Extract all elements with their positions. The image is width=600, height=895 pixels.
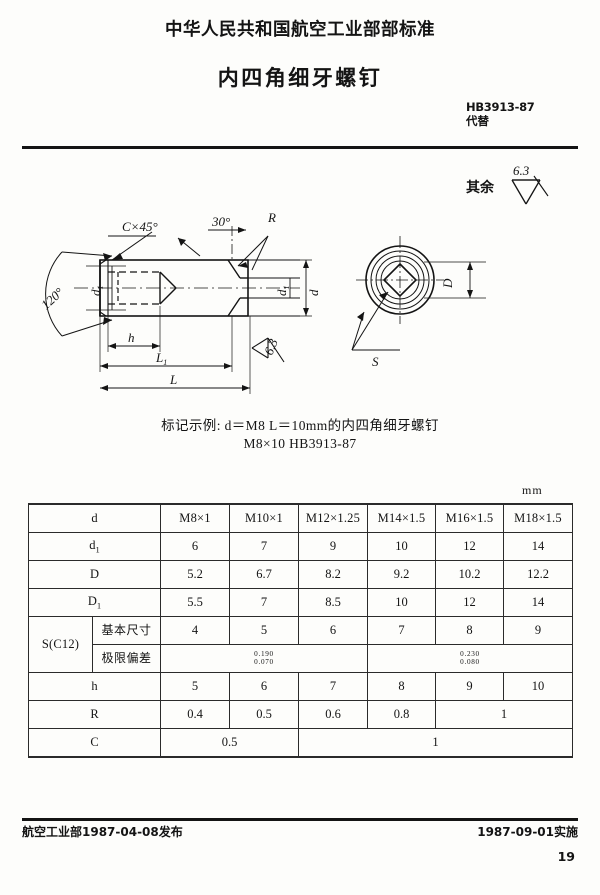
cell-D1-6: 14 (503, 588, 573, 617)
surface-finish-note: 其余 (466, 179, 495, 196)
cell-D-6: 12.2 (503, 560, 573, 589)
cell-h-5: 9 (435, 672, 504, 701)
cell-h-2: 6 (229, 672, 299, 701)
table-row-h: h 5 6 7 8 9 10 (28, 672, 573, 701)
label-socket-S: S (372, 354, 379, 369)
label-d-major: d (306, 289, 321, 296)
cell-d1-6: 14 (503, 532, 573, 561)
label-local-roughness: 6.3 (261, 336, 281, 357)
cell-s-basic-3: 6 (298, 616, 368, 645)
row-label-d1: d1 (28, 532, 161, 561)
cell-h-1: 5 (160, 672, 230, 701)
row-label-d: d (28, 503, 161, 533)
footer-effective-date: 1987-09-01实施 (477, 825, 578, 839)
tol2-upper: 0.230 (460, 649, 480, 658)
cell-D-4: 9.2 (367, 560, 436, 589)
tol1-upper: 0.190 (254, 649, 274, 658)
label-h: h (128, 330, 135, 345)
row-label-basic-size: 基本尺寸 (92, 616, 161, 645)
table-row-D: D 5.2 6.7 8.2 9.2 10.2 12.2 (28, 560, 573, 589)
supersedes-label: 代替 (466, 114, 489, 128)
marking-example-line2: M8×10 HB3913-87 (243, 436, 357, 451)
row-label-tolerance: 极限偏差 (92, 644, 161, 673)
table-row-R: R 0.4 0.5 0.6 0.8 1 (28, 700, 573, 729)
cell-D-5: 10.2 (435, 560, 504, 589)
cell-d-2: M10×1 (229, 503, 299, 533)
surface-finish-value: 6.3 (513, 163, 530, 178)
cell-C-2: 1 (298, 728, 573, 758)
tol2-lower: 0.080 (460, 658, 480, 667)
footer-issued-date: 航空工业部1987-04-08发布 (22, 825, 183, 839)
cell-D1-4: 10 (367, 588, 436, 617)
cell-s-basic-1: 4 (160, 616, 230, 645)
issuing-organization: 中华人民共和国航空工业部部标准 (165, 20, 435, 40)
cell-D-1: 5.2 (160, 560, 230, 589)
cell-h-3: 7 (298, 672, 368, 701)
document-title: 内四角细牙螺钉 (217, 66, 383, 90)
cell-d-3: M12×1.25 (298, 503, 368, 533)
cell-d1-1: 6 (160, 532, 230, 561)
cell-C-1: 0.5 (160, 728, 299, 758)
cell-D-3: 8.2 (298, 560, 368, 589)
row-label-D: D (28, 560, 161, 589)
label-L: L (169, 372, 177, 387)
page-number: 19 (557, 849, 575, 864)
cell-d1-5: 12 (435, 532, 504, 561)
label-radius: R (267, 210, 276, 225)
label-socket-D: D (440, 278, 455, 289)
cell-R-5: 1 (435, 700, 573, 729)
row-label-s-group: S(C12) (28, 616, 93, 673)
cell-D1-5: 12 (435, 588, 504, 617)
row-label-C: C (28, 728, 161, 758)
table-row-C: C 0.5 1 (28, 728, 573, 758)
label-chamfer: C×45° (122, 219, 158, 234)
row-label-D1: D1 (28, 588, 161, 617)
cell-d-5: M16×1.5 (435, 503, 504, 533)
header-divider-rule (22, 146, 578, 149)
cell-R-4: 0.8 (367, 700, 436, 729)
technical-drawing: C×45° 30° R 120° d1 d1 d h L1 L 6.3 (0, 160, 600, 410)
cell-s-basic-2: 5 (229, 616, 299, 645)
cell-d1-4: 10 (367, 532, 436, 561)
table-row-s-basic: S(C12) 基本尺寸 4 5 6 7 8 9 (28, 616, 573, 673)
table-row-D1: D1 5.5 7 8.5 10 12 14 (28, 588, 573, 617)
cell-d-1: M8×1 (160, 503, 230, 533)
cell-s-basic-6: 9 (503, 616, 573, 645)
row-label-R: R (28, 700, 161, 729)
table-row-d1: d1 6 7 9 10 12 14 (28, 532, 573, 561)
cell-d1-3: 9 (298, 532, 368, 561)
label-angle-30: 30° (211, 214, 230, 229)
cell-s-basic-4: 7 (367, 616, 436, 645)
cell-h-6: 10 (503, 672, 573, 701)
cell-D1-2: 7 (229, 588, 299, 617)
cell-R-3: 0.6 (298, 700, 368, 729)
footer-divider-rule (22, 818, 578, 821)
cell-d-4: M14×1.5 (367, 503, 436, 533)
cell-d-6: M18×1.5 (503, 503, 573, 533)
cell-h-4: 8 (367, 672, 436, 701)
row-label-h: h (28, 672, 161, 701)
cell-D1-3: 8.5 (298, 588, 368, 617)
cell-s-basic-5: 8 (435, 616, 504, 645)
cell-R-1: 0.4 (160, 700, 230, 729)
specification-table: d M8×1 M10×1 M12×1.25 M14×1.5 M16×1.5 M1… (28, 503, 573, 758)
table-unit: mm (522, 483, 543, 497)
label-d1-right: d1 (274, 286, 291, 297)
label-d1-inner: d1 (88, 286, 105, 297)
standard-code: HB3913-87 (466, 100, 535, 114)
marking-example-line1: 标记示例: d＝M8 L＝10mm的内四角细牙螺钉 (161, 418, 439, 433)
table-row-d: d M8×1 M10×1 M12×1.25 M14×1.5 M16×1.5 M1… (28, 503, 573, 533)
tol1-lower: 0.070 (254, 658, 274, 667)
cell-R-2: 0.5 (229, 700, 299, 729)
cell-d1-2: 7 (229, 532, 299, 561)
cell-D-2: 6.7 (229, 560, 299, 589)
cell-D1-1: 5.5 (160, 588, 230, 617)
